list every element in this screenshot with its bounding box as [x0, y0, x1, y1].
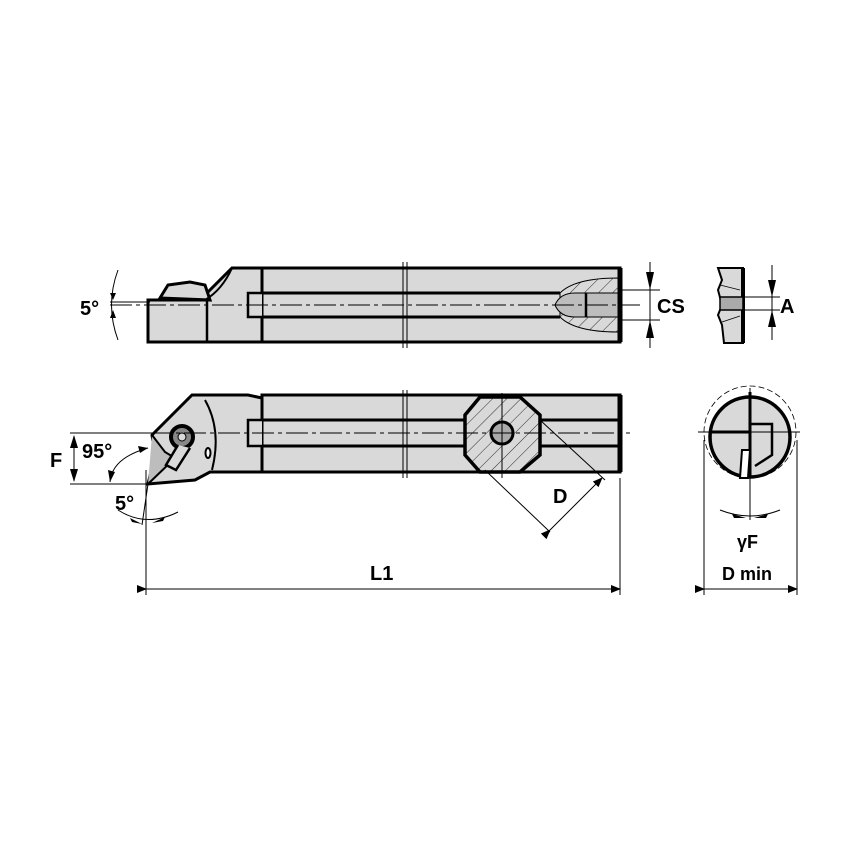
l1-label: L1 — [370, 563, 393, 585]
gamma-f-label: γF — [737, 532, 758, 552]
d-min-label: D min — [722, 564, 772, 584]
side-view: D F 95° 5° L1 — [50, 390, 630, 595]
f-label: F — [50, 450, 62, 472]
top-angle-label: 5° — [80, 298, 99, 320]
top-view: 5° CS — [80, 262, 685, 348]
front-view: γF D min — [695, 385, 800, 595]
a-label: A — [780, 296, 794, 318]
d-label: D — [553, 486, 567, 508]
bottom-angle-label: 5° — [115, 493, 134, 515]
end-section-view: A — [716, 265, 794, 344]
cs-label: CS — [657, 296, 685, 318]
lead-angle-label: 95° — [82, 441, 112, 463]
